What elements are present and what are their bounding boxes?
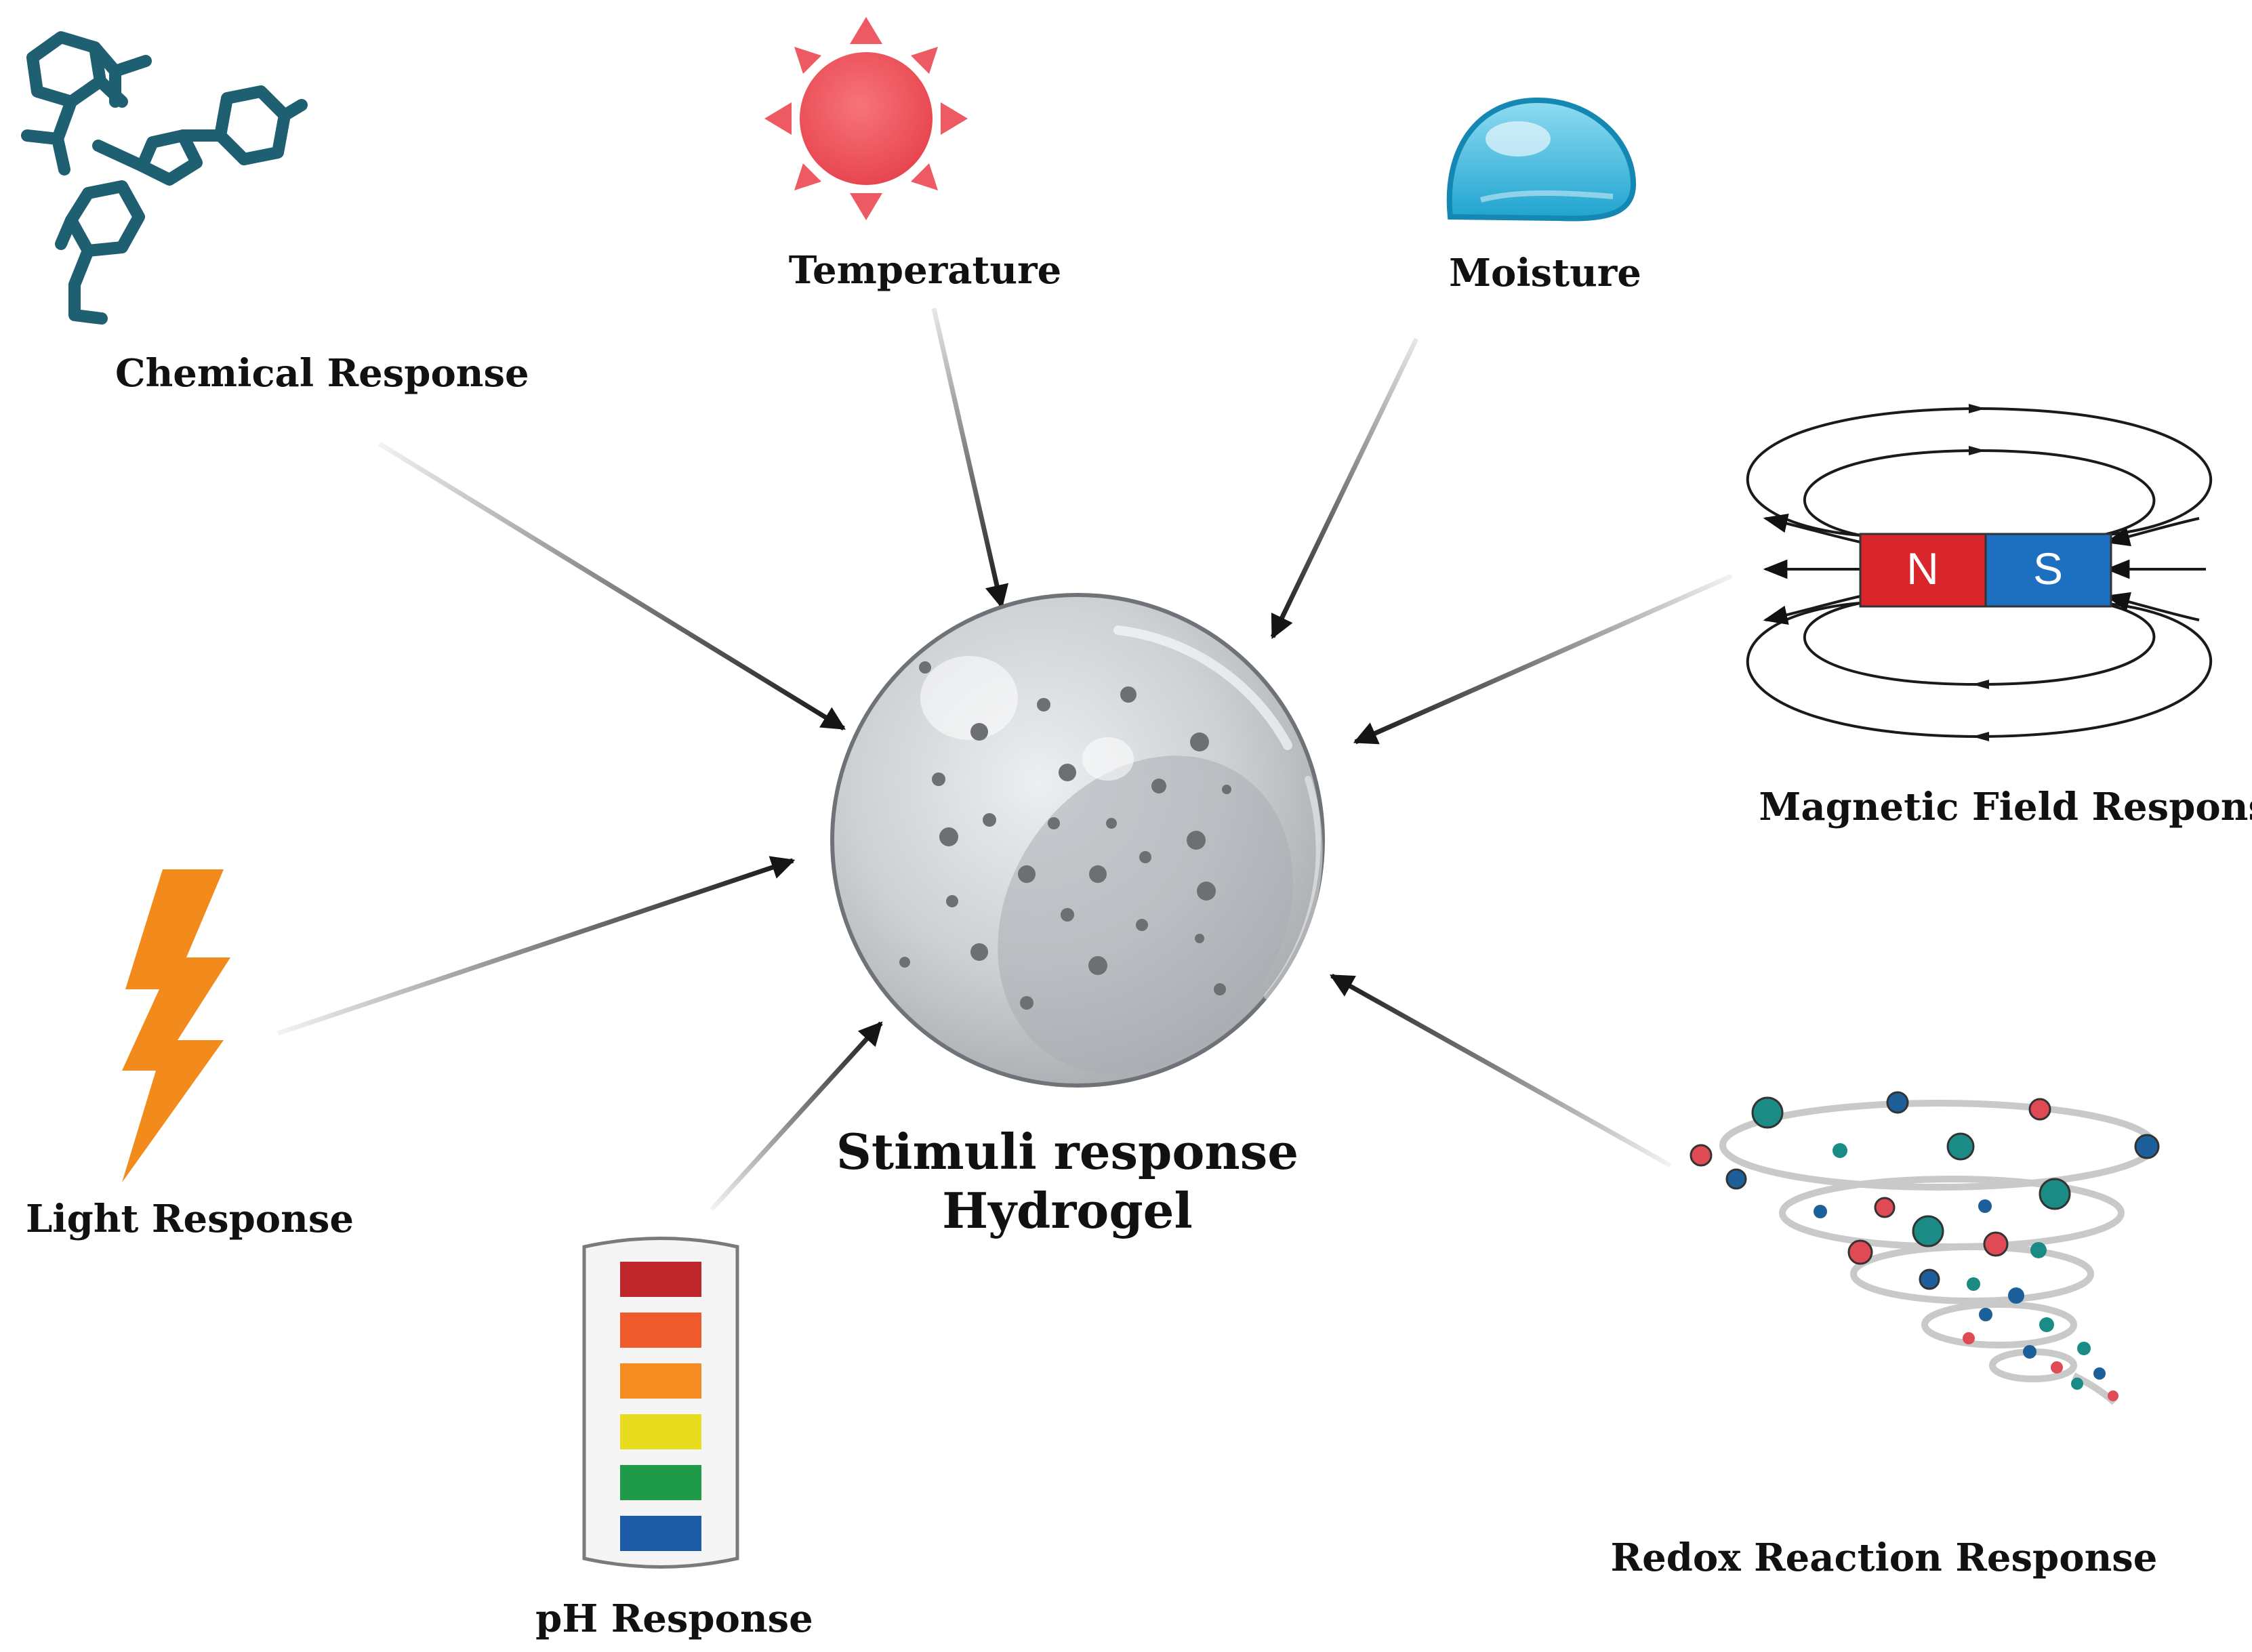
- hydrogel-sphere: [830, 593, 1325, 1088]
- label-light: Light Response: [26, 1197, 354, 1241]
- arrow-temperature: [931, 308, 1009, 609]
- arrow-chemical: [378, 442, 846, 730]
- label-magnetic: Magnetic Field Response: [1759, 785, 2252, 829]
- label-ph: pH Response: [535, 1596, 813, 1641]
- water-drop-icon: [1446, 97, 1637, 222]
- sun-icon: [764, 17, 968, 220]
- label-temperature: Temperature: [789, 248, 1061, 293]
- redox-vortex-icon: [1690, 1091, 2160, 1405]
- arrows: [277, 308, 1733, 1212]
- magnet-north-label: N: [1906, 543, 1939, 594]
- ph-strip-icon: [582, 1237, 739, 1569]
- lightning-bolt-icon: [122, 869, 230, 1182]
- label-redox: Redox Reaction Response: [1611, 1535, 2158, 1580]
- label-chemical: Chemical Response: [115, 351, 529, 396]
- label-moisture: Moisture: [1449, 251, 1641, 295]
- arrow-light: [277, 856, 796, 1036]
- arrow-magnetic: [1353, 573, 1733, 745]
- arrow-redox: [1329, 973, 1672, 1168]
- magnet-south-label: S: [2033, 543, 2063, 594]
- molecule-icon: [21, 31, 308, 325]
- center-title-line2: Hydrogel: [942, 1182, 1193, 1239]
- bar-magnet-icon: N S: [1746, 404, 2212, 741]
- arrow-ph: [710, 1021, 883, 1212]
- center-title-line1: Stimuli response: [836, 1123, 1298, 1180]
- arrow-moisture: [1270, 337, 1419, 640]
